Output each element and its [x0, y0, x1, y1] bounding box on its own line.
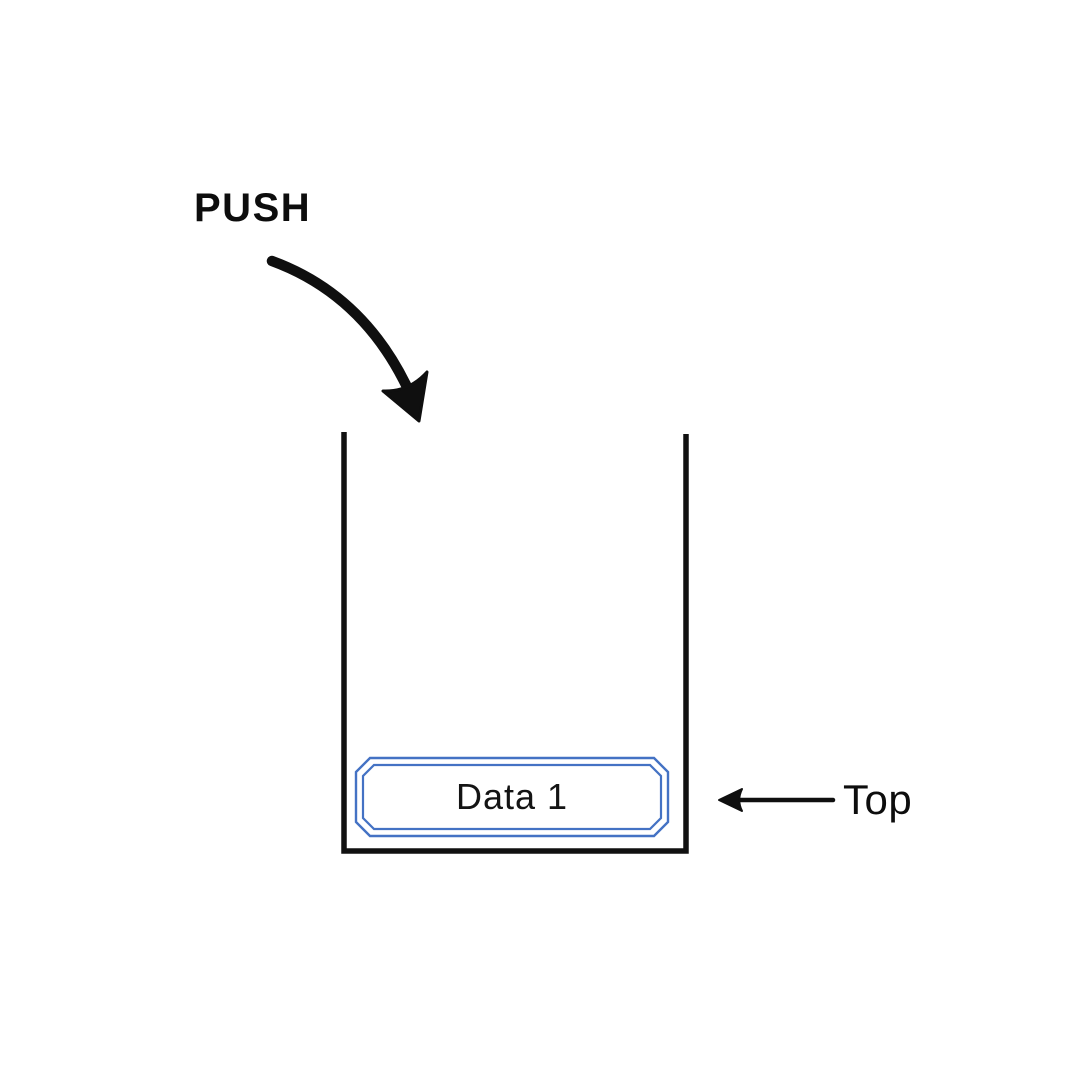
push-arrow-icon	[266, 255, 429, 423]
top-pointer-label: Top	[843, 776, 913, 823]
push-operation-label: PUSH	[194, 186, 312, 230]
stack-item-border	[354, 756, 670, 838]
stack-container-outline	[341, 432, 689, 854]
stack-item-data-label: Data 1	[455, 776, 569, 817]
top-arrow-icon	[718, 788, 836, 812]
